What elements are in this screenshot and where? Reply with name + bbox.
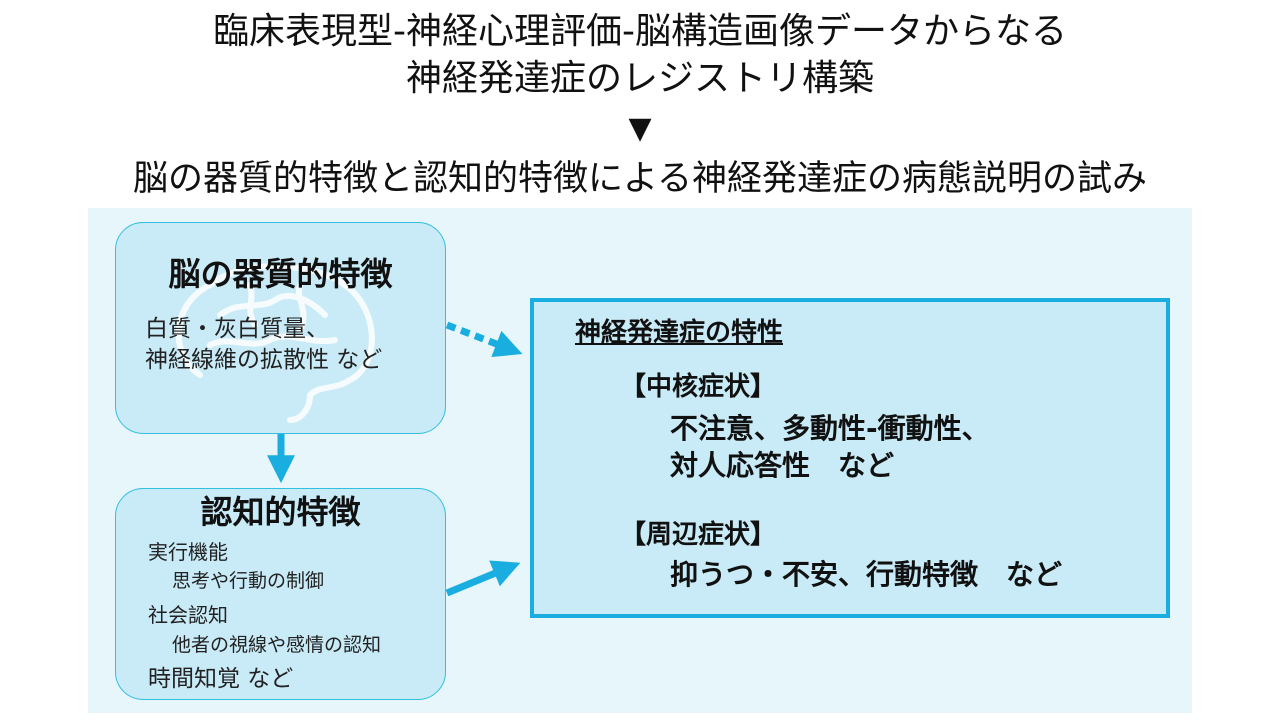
cognitive-item-time: 時間知覚 など [148,666,294,692]
title-line-1: 臨床表現型-神経心理評価-脳構造画像データからなる [213,11,1067,52]
cognitive-item-social: 社会認知 [148,603,228,627]
cognitive-item-executive-detail: 思考や行動の制御 [172,570,325,592]
brain-features-line-2: 神経線維の拡散性 など [145,347,383,373]
brain-features-box [115,222,446,434]
cognitive-features-box [115,488,446,700]
core-symptoms-line-2: 対人応答性 など [670,449,895,482]
cognitive-item-executive: 実行機能 [148,540,228,564]
core-symptoms-line-1: 不注意、多動性-衝動性、 [670,412,990,445]
brain-icon [175,263,375,423]
brain-features-title: 脳の器質的特徴 [168,255,393,293]
nd-traits-box [530,298,1170,618]
peripheral-symptoms-label: 【周辺症状】 [620,520,777,550]
nd-traits-heading: 神経発達症の特性 [575,318,784,348]
cognitive-item-social-detail: 他者の視線や感情の認知 [172,634,382,656]
brain-features-line-1: 白質・灰白質量、 [145,316,329,342]
subtitle: 脳の器質的特徴と認知的特徴による神経発達症の病態説明の試み [133,159,1147,199]
title-line-2: 神経発達症のレジストリ構築 [405,58,874,99]
down-arrow-icon: ▼ [628,111,652,146]
core-symptoms-label: 【中核症状】 [620,372,777,402]
cognitive-features-title: 認知的特徴 [200,493,361,531]
peripheral-symptoms-line-1: 抑うつ・不安、行動特徴 など [670,558,1063,591]
